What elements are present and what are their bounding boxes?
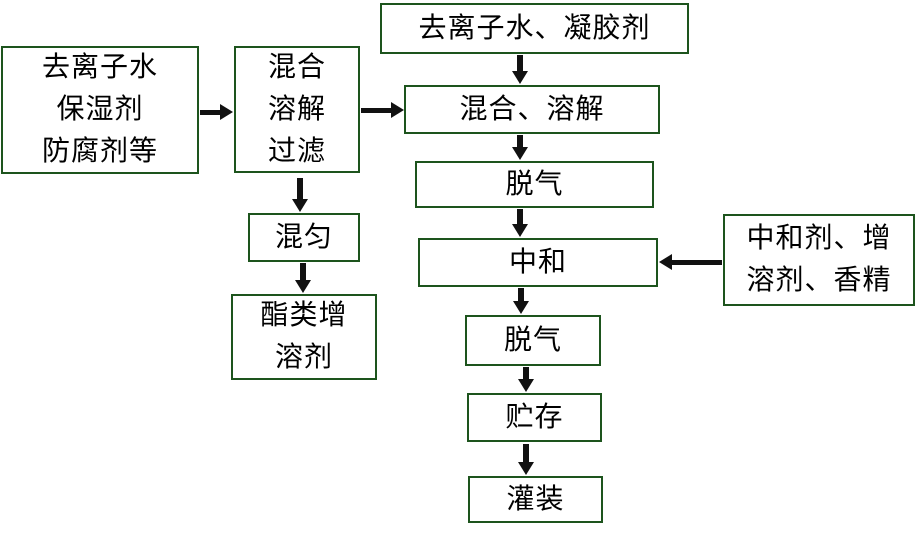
node-storage-label: 贮存 — [505, 401, 564, 433]
node-mix-well-label: 混匀 — [274, 221, 333, 253]
arrow-shaft — [300, 263, 306, 280]
arrow-shaft — [518, 288, 524, 301]
arrow-inputs-to-neutralize-icon — [659, 254, 722, 270]
arrow-shaft — [523, 367, 529, 379]
arrow-shaft — [200, 109, 220, 115]
arrow-head-down-icon — [518, 379, 534, 392]
node-filling: 灌装 — [468, 476, 603, 523]
arrow-head-right-icon — [220, 104, 233, 120]
arrow-head-left-icon — [659, 254, 672, 270]
node-mix-well: 混匀 — [248, 213, 360, 262]
arrow-shaft — [361, 107, 391, 113]
arrow-mixwell-to-ester-icon — [295, 263, 311, 293]
arrow-head-down-icon — [295, 280, 311, 293]
node-storage: 贮存 — [467, 393, 602, 442]
node-filling-label: 灌装 — [506, 483, 565, 515]
arrow-shaft — [517, 209, 523, 224]
node-mix-dissolve: 混合、溶解 — [404, 85, 660, 134]
arrow-head-right-icon — [391, 102, 404, 118]
node-mix-dissolve-filter-label: 混合 溶解 过滤 — [267, 51, 326, 167]
arrow-storage-to-filling-icon — [518, 444, 534, 475]
arrow-ingredients-to-mixfilter-icon — [200, 104, 233, 120]
node-neutralize: 中和 — [418, 238, 658, 287]
node-degas-2-label: 脱气 — [503, 324, 562, 356]
node-degas-2: 脱气 — [465, 315, 601, 366]
arrow-shaft — [672, 259, 722, 265]
arrow-gelling-to-mixdissolve-icon — [512, 55, 528, 84]
node-neutralizer-inputs-label: 中和剂、增 溶剂、香精 — [746, 223, 892, 296]
node-ingredients-left: 去离子水 保湿剂 防腐剂等 — [1, 46, 199, 174]
arrow-shaft — [523, 444, 529, 462]
arrow-mixfilter-to-mixdissolve-icon — [361, 102, 404, 118]
node-ester-solubilizer-label: 酯类增 溶剂 — [260, 300, 348, 373]
node-ester-solubilizer: 酯类增 溶剂 — [231, 294, 377, 380]
node-mix-dissolve-filter: 混合 溶解 过滤 — [234, 46, 360, 173]
arrow-head-down-icon — [512, 147, 528, 160]
node-ingredients-left-label: 去离子水 保湿剂 防腐剂等 — [41, 52, 158, 167]
arrow-mixdissolve-to-degas1-icon — [512, 135, 528, 160]
arrow-head-down-icon — [518, 462, 534, 475]
arrow-head-down-icon — [292, 199, 308, 212]
node-water-gelling-label: 去离子水、凝胶剂 — [418, 12, 651, 44]
arrow-neutralize-to-degas2-icon — [513, 288, 529, 314]
arrow-shaft — [517, 135, 523, 147]
node-neutralizer-inputs: 中和剂、增 溶剂、香精 — [723, 214, 915, 306]
node-neutralize-label: 中和 — [508, 246, 567, 278]
node-degas-1-label: 脱气 — [505, 168, 564, 200]
arrow-degas1-to-neutralize-icon — [512, 209, 528, 237]
node-mix-dissolve-label: 混合、溶解 — [459, 93, 605, 125]
node-degas-1: 脱气 — [415, 161, 654, 208]
arrow-mixfilter-to-mixwell-icon — [292, 178, 308, 212]
node-water-gelling: 去离子水、凝胶剂 — [380, 3, 689, 54]
arrow-head-down-icon — [512, 224, 528, 237]
arrow-degas2-to-storage-icon — [518, 367, 534, 392]
arrow-shaft — [297, 178, 303, 199]
arrow-shaft — [517, 55, 523, 71]
arrow-head-down-icon — [512, 71, 528, 84]
arrow-head-down-icon — [513, 301, 529, 314]
